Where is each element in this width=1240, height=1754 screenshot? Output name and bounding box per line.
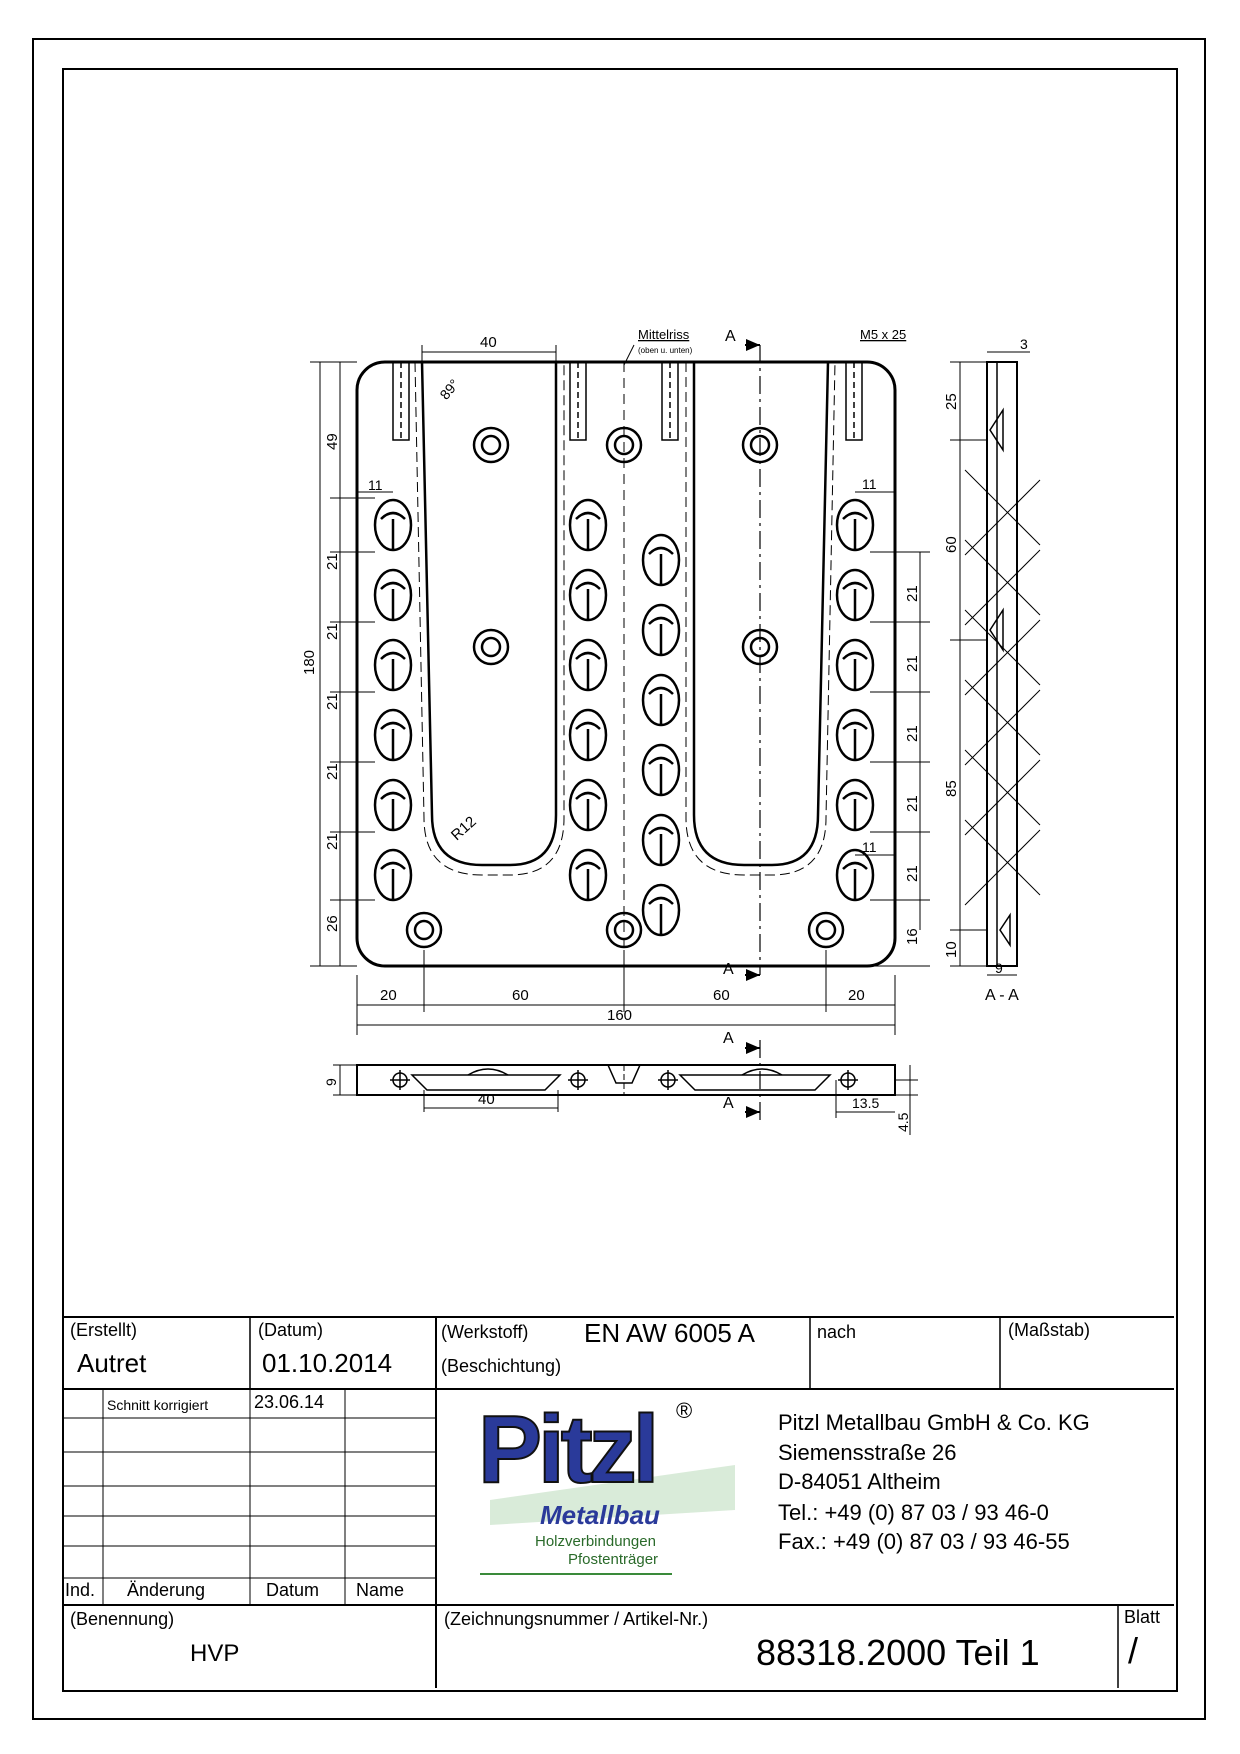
sec-dim-9: 9	[995, 960, 1003, 976]
dim-21-r4: 21	[904, 795, 921, 812]
sec-dim-60: 60	[943, 536, 960, 553]
dim-21-r2: 21	[904, 655, 921, 672]
plate-top-view	[355, 339, 897, 981]
countersunk-holes	[405, 426, 845, 949]
dim-180: 180	[301, 650, 318, 675]
side-dim-13-5: 13.5	[852, 1095, 879, 1111]
label-angle: 89°	[436, 376, 462, 403]
datum-label: (Datum)	[258, 1320, 324, 1340]
dim-21-l5: 21	[324, 833, 341, 850]
dim-20-left: 20	[380, 987, 397, 1004]
dim-21-r5: 21	[904, 865, 921, 882]
werkstoff-value: EN AW 6005 A	[584, 1318, 756, 1348]
dim-26: 26	[324, 915, 341, 932]
datum-value: 01.10.2014	[262, 1348, 393, 1378]
side-view-labels: 9 40 13.5 4.5 A A	[323, 1030, 911, 1132]
revision-text: Schnitt korrigiert	[107, 1397, 209, 1413]
logo-sub-metallbau: Metallbau	[540, 1500, 660, 1530]
dim-11-right-bottom: 11	[862, 839, 877, 855]
dim-21-l2: 21	[324, 623, 341, 640]
zeichnungsnummer-label: (Zeichnungsnummer / Artikel-Nr.)	[444, 1609, 709, 1629]
side-dim-40: 40	[478, 1091, 495, 1108]
logo-sub-holz: Holzverbindungen	[535, 1533, 656, 1550]
section-marker-top: A	[725, 328, 736, 345]
oval-holes	[373, 498, 875, 937]
blatt-value: /	[1128, 1630, 1139, 1671]
side-section-marker-bottom: A	[723, 1095, 734, 1112]
dim-60-left: 60	[512, 987, 529, 1004]
company-tel: Tel.: +49 (0) 87 03 / 93 46-0	[778, 1500, 1049, 1525]
section-label: A - A	[985, 987, 1019, 1004]
dim-40-top: 40	[480, 334, 497, 351]
section-marker-bottom: A	[723, 961, 734, 978]
side-dim-4-5: 4.5	[895, 1112, 911, 1132]
logo-registered: ®	[676, 1398, 693, 1423]
dim-20-right: 20	[848, 987, 865, 1004]
section-view	[950, 351, 1041, 976]
logo-sub-pfosten: Pfostenträger	[568, 1551, 659, 1568]
company-logo	[480, 1465, 735, 1575]
dim-11-right-top: 11	[862, 476, 877, 492]
company-street: Siemensstraße 26	[778, 1440, 957, 1465]
side-dim-9: 9	[323, 1078, 339, 1086]
label-mittelriss: Mittelriss	[638, 327, 690, 342]
dim-16: 16	[904, 928, 921, 945]
section-view-labels: 3 25 60 85 10 9 A - A	[943, 336, 1028, 1004]
beschichtung-label: (Beschichtung)	[441, 1356, 562, 1376]
outer-frame	[32, 38, 1206, 1720]
dim-160: 160	[607, 1007, 632, 1024]
sec-dim-3: 3	[1020, 336, 1028, 352]
dim-21-l1: 21	[324, 553, 341, 570]
dim-21-r3: 21	[904, 725, 921, 742]
inner-frame	[62, 68, 1178, 1692]
company-fax: Fax.: +49 (0) 87 03 / 93 46-55	[778, 1529, 1070, 1554]
sec-dim-10: 10	[943, 941, 960, 958]
dim-21-l3: 21	[324, 693, 341, 710]
dim-21-r1: 21	[904, 585, 921, 602]
werkstoff-label: (Werkstoff)	[441, 1322, 529, 1342]
side-view	[333, 1040, 918, 1135]
erstellt-label: (Erstellt)	[70, 1320, 137, 1340]
nach-label: nach	[817, 1322, 857, 1342]
dim-21-l4: 21	[324, 763, 341, 780]
dim-11-left: 11	[368, 477, 383, 493]
dim-60-right: 60	[713, 987, 730, 1004]
col-ind: Ind.	[65, 1580, 96, 1600]
massstab-label: (Maßstab)	[1008, 1320, 1091, 1340]
company-name: Pitzl Metallbau GmbH & Co. KG	[778, 1410, 1090, 1435]
col-name: Name	[356, 1580, 405, 1600]
erstellt-value: Autret	[77, 1348, 147, 1378]
col-datum: Datum	[266, 1580, 320, 1600]
benennung-label: (Benennung)	[70, 1609, 175, 1629]
side-section-marker-top: A	[723, 1030, 734, 1047]
sec-dim-25: 25	[943, 393, 960, 410]
title-block-grid	[63, 1316, 1174, 1688]
sec-dim-85: 85	[943, 780, 960, 797]
col-aenderung: Änderung	[127, 1580, 206, 1600]
blatt-label: Blatt	[1124, 1607, 1161, 1627]
dim-49: 49	[324, 433, 341, 450]
benennung-value: HVP	[190, 1640, 240, 1667]
company-city: D-84051 Altheim	[778, 1469, 941, 1494]
logo-wordmark: Pitzl	[477, 1396, 660, 1503]
zeichnungsnummer-value: 88318.2000 Teil 1	[756, 1632, 1040, 1673]
revision-date: 23.06.14	[254, 1392, 325, 1412]
label-thread: M5 x 25	[860, 327, 906, 342]
dimension-lines	[310, 344, 930, 1035]
label-radius: R12	[448, 813, 480, 844]
label-mittelriss-note: (oben u. unten)	[638, 346, 693, 355]
